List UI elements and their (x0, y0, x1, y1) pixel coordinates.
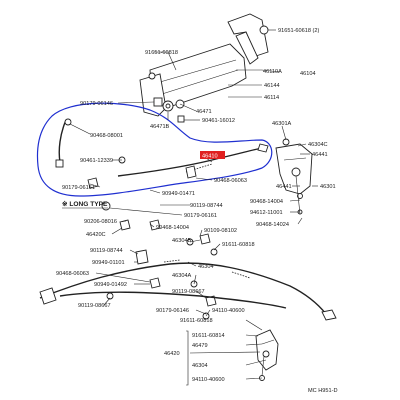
label-90206-08016: 90206-08016 (84, 219, 117, 225)
label-90179-06161: 90179-06161 (62, 185, 95, 191)
label-90468-14024: 90468-14024 (256, 222, 289, 228)
label-91651-60818: 91651-60818 (145, 50, 178, 56)
label-90179-06146: 90179-06146 (80, 101, 113, 107)
leader-lines (69, 29, 318, 380)
lever-assembly (139, 13, 269, 123)
label-46441-lower: 46441 (276, 184, 292, 190)
label-long-type: ※ LONG TYPE (62, 200, 108, 208)
label-90461-12339: 90461-12339 (80, 158, 113, 164)
label-91611-60818b: 91611-60818 (180, 318, 213, 324)
label-46304: 46304 (198, 264, 214, 270)
label-46420: 46420 (164, 351, 180, 357)
label-46479: 46479 (192, 343, 208, 349)
label-90179-06146b: 90179-06146 (156, 308, 189, 314)
footer-code: MC H951-D (308, 388, 338, 394)
rear-lower-bracket (255, 329, 279, 381)
label-90119-08744b: 90119-08744 (90, 248, 123, 254)
label-90179-06161b: 90179-06161 (184, 213, 217, 219)
label-91651-60618-2: 91651-60618 (2) (278, 28, 320, 34)
label-46410: 46410 (202, 154, 218, 160)
label-46441-top: 46441 (312, 152, 328, 158)
label-46104: 46104 (300, 71, 316, 77)
label-90949-01492: 90949-01492 (94, 282, 127, 288)
intermediate-parts (106, 219, 218, 320)
label-46304a: 46304A (172, 273, 192, 279)
label-46301: 46301 (320, 184, 336, 190)
annotation-loop (36, 102, 273, 197)
rear-cables (39, 259, 337, 321)
part-labels: 91651-60618 (2) 91651-60818 46110A 46104… (56, 28, 338, 394)
cable-46410 (117, 143, 269, 179)
label-90468-14004: 90468-14004 (156, 225, 189, 231)
label-90109-08102: 90109-08102 (204, 228, 237, 234)
label-90119-08667: 90119-08667 (78, 303, 111, 309)
label-90468-08001: 90468-08001 (90, 133, 123, 139)
label-46304-lower: 46304 (192, 363, 208, 369)
label-94110-40600: 94110-40600 (212, 308, 245, 314)
label-46144: 46144 (264, 83, 280, 89)
label-94612-11001: 94612-11001 (250, 210, 283, 216)
label-46304c: 46304C (308, 142, 328, 148)
label-46471b: 46471B (150, 124, 170, 130)
label-90468-06063: 90468-06063 (214, 178, 247, 184)
label-91611-60818: 91611-60818 (222, 242, 255, 248)
label-90468-14004-right: 90468-14004 (250, 199, 283, 205)
label-90119-08667-b: 90119-08667 (172, 289, 205, 295)
label-90949-01101: 90949-01101 (92, 260, 125, 266)
label-46471: 46471 (196, 109, 212, 115)
label-90119-08744: 90119-08744 (190, 203, 223, 209)
label-91611-60814: 91611-60814 (192, 333, 225, 339)
rear-bracket-46301 (275, 138, 313, 215)
label-46114: 46114 (264, 95, 279, 101)
label-46304b: 46304B (172, 238, 192, 244)
label-90468-06063b: 90468-06063 (56, 271, 89, 277)
label-94110-40600b: 94110-40600 (192, 377, 225, 383)
label-90461-16012: 90461-16012 (202, 118, 235, 124)
highlight-box-46410 (200, 151, 225, 159)
label-46420c: 46420C (86, 232, 106, 238)
label-46301a: 46301A (272, 121, 292, 127)
label-46110a: 46110A (263, 69, 282, 75)
label-90949-01471: 90949-01471 (162, 191, 195, 197)
